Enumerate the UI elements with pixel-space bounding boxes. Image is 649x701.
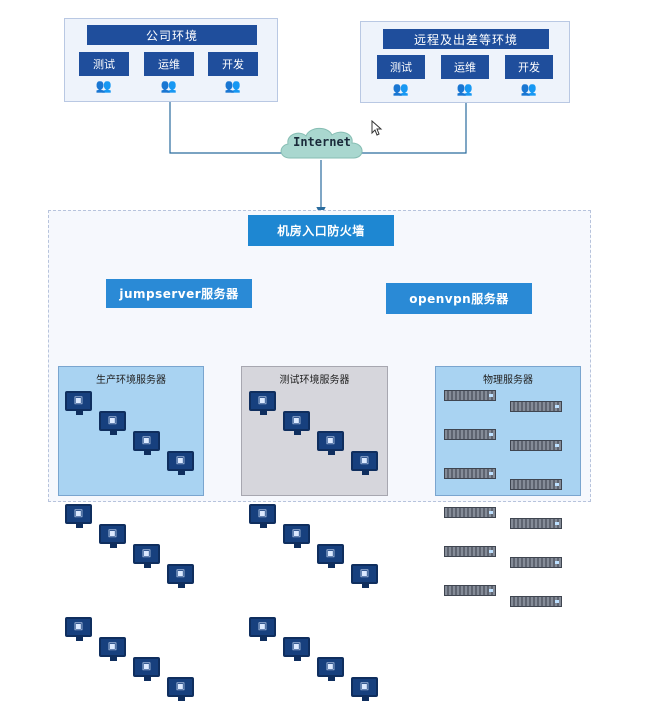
team-dev-button: 开发 <box>505 55 553 79</box>
people-icon: 👥 <box>160 79 178 94</box>
physical-zone: 物理服务器 <box>435 366 581 607</box>
people-icon: 👥 <box>456 82 474 97</box>
monitor-cube-icon: ▣ <box>133 657 160 681</box>
monitor-cube-icon: ▣ <box>249 504 276 528</box>
remote-env-title: 远程及出差等环境 <box>383 29 549 49</box>
cube-icon: ▣ <box>175 681 186 692</box>
cube-icon: ▣ <box>359 455 370 466</box>
monitor-cube-icon: ▣ <box>317 431 344 455</box>
team-test-button: 测试 <box>79 52 129 76</box>
rack-server-icon <box>444 546 496 557</box>
vm-grid: ▣ ▣ ▣ ▣ ▣ ▣ ▣ ▣ ▣ ▣ ▣ ▣ <box>249 391 383 701</box>
rack-server-icon <box>510 479 562 490</box>
monitor-cube-icon: ▣ <box>99 637 126 661</box>
firewall-node: 机房入口防火墙 <box>248 215 394 246</box>
production-zone: 生产环境服务器 ▣ ▣ ▣ ▣ ▣ ▣ ▣ ▣ ▣ ▣ ▣ ▣ <box>58 366 204 701</box>
rack-server-icon <box>510 596 562 607</box>
team-ops-button: 运维 <box>144 52 194 76</box>
monitor-cube-icon: ▣ <box>351 564 378 588</box>
monitor-cube-icon: ▣ <box>133 431 160 455</box>
rack-server-icon <box>444 390 496 401</box>
testing-zone-label: 测试环境服务器 <box>279 375 350 386</box>
cube-icon: ▣ <box>325 661 336 672</box>
cube-icon: ▣ <box>325 548 336 559</box>
internet-label: Internet <box>293 135 351 149</box>
cube-icon: ▣ <box>325 435 336 446</box>
rack-server-icon <box>510 401 562 412</box>
link-company-internet <box>169 101 290 154</box>
cube-icon: ▣ <box>359 568 370 579</box>
vm-grid: ▣ ▣ ▣ ▣ ▣ ▣ ▣ ▣ ▣ ▣ ▣ ▣ <box>65 391 199 701</box>
monitor-cube-icon: ▣ <box>65 391 92 415</box>
physical-zone-label: 物理服务器 <box>483 375 533 386</box>
rack-server-icon <box>444 429 496 440</box>
monitor-cube-icon: ▣ <box>317 544 344 568</box>
monitor-cube-icon: ▣ <box>351 451 378 475</box>
cube-icon: ▣ <box>175 568 186 579</box>
team-ops-button: 运维 <box>441 55 489 79</box>
monitor-cube-icon: ▣ <box>167 564 194 588</box>
cube-icon: ▣ <box>175 455 186 466</box>
cube-icon: ▣ <box>141 435 152 446</box>
mouse-cursor-icon <box>371 120 383 136</box>
cube-icon: ▣ <box>141 548 152 559</box>
rack-server-icon <box>444 507 496 518</box>
cube-icon: ▣ <box>73 621 84 632</box>
monitor-cube-icon: ▣ <box>283 411 310 435</box>
monitor-cube-icon: ▣ <box>283 524 310 548</box>
cube-icon: ▣ <box>257 508 268 519</box>
cube-icon: ▣ <box>107 415 118 426</box>
monitor-cube-icon: ▣ <box>351 677 378 701</box>
monitor-cube-icon: ▣ <box>167 677 194 701</box>
rack-server-icon <box>510 518 562 529</box>
rack-grid <box>444 390 574 607</box>
company-env-panel: 公司环境 测试 运维 开发 👥 👥 👥 <box>64 18 278 102</box>
people-icon: 👥 <box>520 82 538 97</box>
cube-icon: ▣ <box>291 528 302 539</box>
monitor-cube-icon: ▣ <box>167 451 194 475</box>
production-zone-label: 生产环境服务器 <box>96 375 166 386</box>
testing-zone: 测试环境服务器 ▣ ▣ ▣ ▣ ▣ ▣ ▣ ▣ ▣ ▣ ▣ ▣ <box>241 366 388 701</box>
people-icon: 👥 <box>224 79 242 94</box>
rack-server-icon <box>510 557 562 568</box>
cloud-icon <box>280 127 363 159</box>
monitor-cube-icon: ▣ <box>99 411 126 435</box>
monitor-cube-icon: ▣ <box>99 524 126 548</box>
cube-icon: ▣ <box>257 395 268 406</box>
people-icon: 👥 <box>95 79 113 94</box>
cube-icon: ▣ <box>107 528 118 539</box>
cube-icon: ▣ <box>359 681 370 692</box>
cube-icon: ▣ <box>107 641 118 652</box>
cube-icon: ▣ <box>73 508 84 519</box>
cube-icon: ▣ <box>141 661 152 672</box>
link-remote-internet <box>356 103 467 154</box>
monitor-cube-icon: ▣ <box>283 637 310 661</box>
team-test-button: 测试 <box>377 55 425 79</box>
team-dev-button: 开发 <box>208 52 258 76</box>
cube-icon: ▣ <box>257 621 268 632</box>
monitor-cube-icon: ▣ <box>317 657 344 681</box>
cube-icon: ▣ <box>73 395 84 406</box>
people-icon: 👥 <box>392 82 410 97</box>
monitor-cube-icon: ▣ <box>133 544 160 568</box>
monitor-cube-icon: ▣ <box>65 617 92 641</box>
rack-server-icon <box>444 468 496 479</box>
remote-env-panel: 远程及出差等环境 测试 运维 开发 👥 👥 👥 <box>360 21 570 103</box>
rack-server-icon <box>510 440 562 451</box>
cube-icon: ▣ <box>291 641 302 652</box>
monitor-cube-icon: ▣ <box>249 617 276 641</box>
jumpserver-node: jumpserver服务器 <box>106 279 252 308</box>
monitor-cube-icon: ▣ <box>249 391 276 415</box>
openvpn-node: openvpn服务器 <box>386 283 532 314</box>
cube-icon: ▣ <box>291 415 302 426</box>
rack-server-icon <box>444 585 496 596</box>
internet-cloud: Internet <box>276 124 368 164</box>
monitor-cube-icon: ▣ <box>65 504 92 528</box>
company-env-title: 公司环境 <box>87 25 257 45</box>
